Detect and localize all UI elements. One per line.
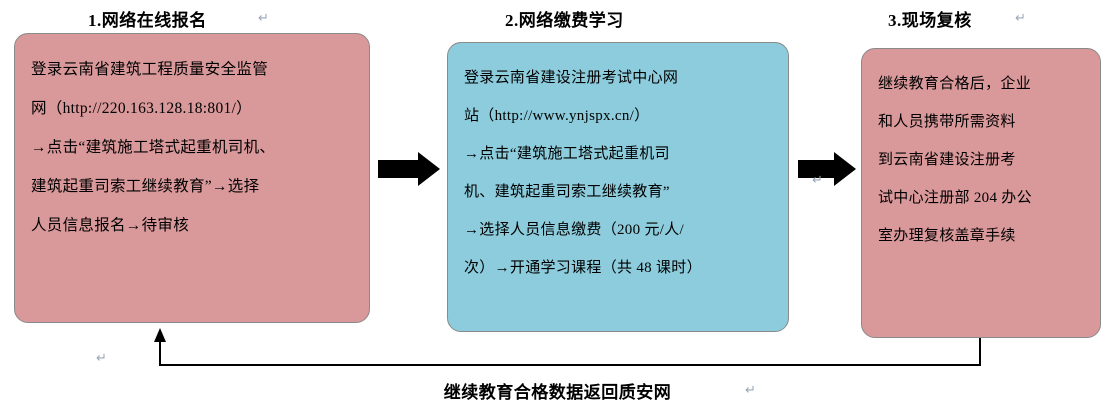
box-3-line-1: 继续教育合格后，企业: [878, 76, 1032, 92]
box-1-line-5: 人员信息报名→待审核: [31, 217, 190, 234]
paragraph-mark: ↵: [258, 10, 269, 25]
box-1-line-3: →点击“建筑施工塔式起重机司机、: [31, 139, 276, 156]
box-1-line-2: 网（http://220.163.128.18:801/）: [31, 100, 252, 117]
feedback-label: 继续教育合格数据返回质安网: [443, 383, 672, 402]
box-2-line-3: →点击“建筑施工塔式起重机司: [464, 146, 670, 162]
box-3-line-5: 室办理复核盖章手续: [878, 228, 1016, 244]
arrow-shaft: [798, 160, 834, 178]
box-1-line-4: 建筑起重司索工继续教育”→选择: [31, 178, 260, 195]
process-box-3: 继续教育合格后，企业 和人员携带所需资料 到云南省建设注册考 试中心注册部 20…: [861, 48, 1101, 338]
box-3-line-4: 试中心注册部 204 办公: [878, 190, 1032, 206]
paragraph-mark: ↵: [745, 382, 756, 397]
box-2-line-5: →选择人员信息缴费（200 元/人/: [464, 222, 684, 238]
process-box-1: 登录云南省建筑工程质量安全监管 网（http://220.163.128.18:…: [14, 33, 370, 323]
paragraph-mark: ↵: [96, 350, 107, 365]
box-3-line-2: 和人员携带所需资料: [878, 114, 1016, 130]
box-2-line-4: 机、建筑起重司索工继续教育”: [464, 184, 670, 200]
box-2-line-6: 次）→开通学习课程（共 48 课时）: [464, 260, 702, 276]
step-title-1: 1.网络在线报名: [88, 11, 207, 30]
box-1-line-1: 登录云南省建筑工程质量安全监管: [31, 61, 269, 78]
paragraph-mark: ↵: [1015, 10, 1026, 25]
arrow-head: [834, 152, 856, 186]
box-2-line-1: 登录云南省建设注册考试中心网: [464, 70, 679, 86]
box-3-line-3: 到云南省建设注册考: [878, 152, 1016, 168]
paragraph-mark: ↵: [812, 172, 823, 187]
arrow-shaft: [378, 160, 418, 178]
step-title-2: 2.网络缴费学习: [505, 11, 624, 30]
process-box-2: 登录云南省建设注册考试中心网 站（http://www.ynjspx.cn/） …: [447, 42, 789, 332]
arrow-head: [418, 152, 440, 186]
step-title-3: 3.现场复核: [888, 11, 972, 30]
box-2-line-2: 站（http://www.ynjspx.cn/）: [464, 108, 650, 124]
